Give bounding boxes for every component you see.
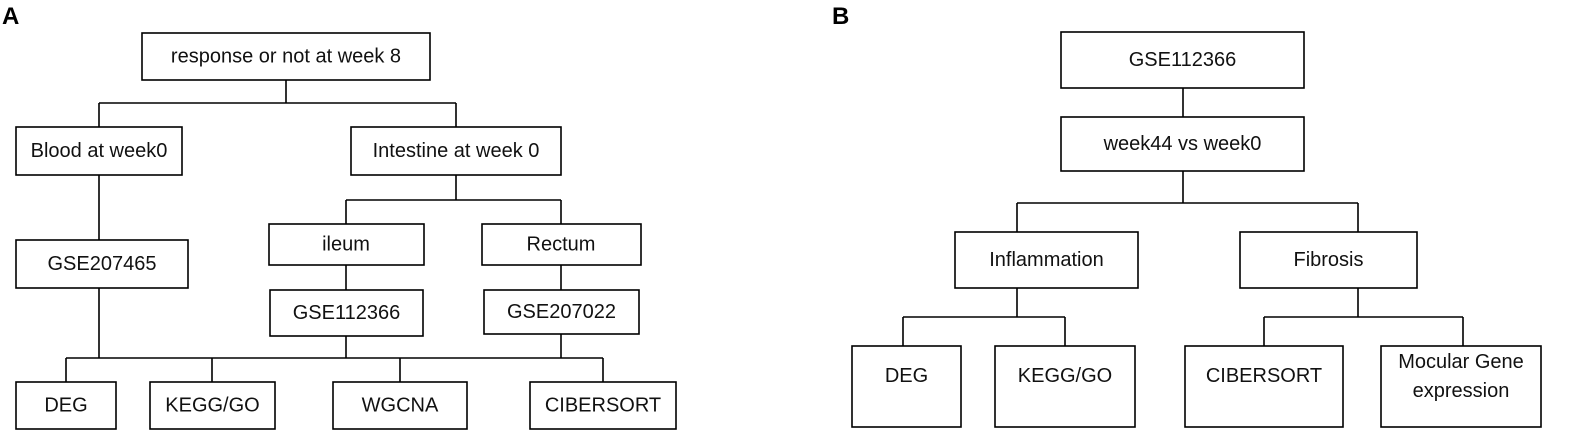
node-ileum: ileum: [268, 223, 425, 266]
svg-text:expression: expression: [1413, 380, 1510, 402]
node-mocular-gene-expression: Mocular Gene expression: [1380, 345, 1542, 428]
svg-text:CIBERSORT: CIBERSORT: [1206, 365, 1322, 387]
svg-text:WGCNA: WGCNA: [362, 395, 439, 417]
svg-text:KEGG/GO: KEGG/GO: [165, 395, 259, 417]
svg-text:DEG: DEG: [44, 395, 87, 417]
svg-text:GSE207022: GSE207022: [507, 301, 616, 323]
svg-text:Fibrosis: Fibrosis: [1293, 249, 1363, 271]
svg-text:Blood at week0: Blood at week0: [31, 140, 168, 162]
node-gse112366-a: GSE112366: [269, 289, 424, 337]
node-cibersort-a: CIBERSORT: [529, 381, 677, 430]
svg-text:Intestine at week 0: Intestine at week 0: [373, 140, 540, 162]
node-inflammation: Inflammation: [954, 231, 1139, 289]
node-intestine-week0: Intestine at week 0: [350, 126, 562, 176]
node-week44-vs-week0: week44 vs week0: [1060, 116, 1305, 172]
node-deg-a: DEG: [15, 381, 117, 430]
svg-text:week44 vs week0: week44 vs week0: [1103, 133, 1262, 155]
node-deg-b: DEG: [851, 345, 962, 428]
svg-text:GSE112366: GSE112366: [293, 302, 401, 324]
svg-text:GSE207465: GSE207465: [48, 253, 157, 275]
node-cibersort-b: CIBERSORT: [1184, 345, 1344, 428]
node-wgcna: WGCNA: [332, 381, 468, 430]
svg-text:CIBERSORT: CIBERSORT: [545, 395, 661, 417]
svg-text:Mocular Gene: Mocular Gene: [1398, 351, 1524, 373]
node-gse207465: GSE207465: [15, 239, 189, 289]
svg-text:KEGG/GO: KEGG/GO: [1018, 365, 1112, 387]
node-fibrosis: Fibrosis: [1239, 231, 1418, 289]
svg-text:ileum: ileum: [322, 234, 370, 256]
node-kegg-go-a: KEGG/GO: [149, 381, 276, 430]
node-gse112366-b: GSE112366: [1060, 31, 1305, 89]
node-kegg-go-b: KEGG/GO: [994, 345, 1136, 428]
node-rectum: Rectum: [481, 223, 642, 266]
node-gse207022: GSE207022: [483, 289, 640, 335]
connectors-panel-b: [902, 88, 1464, 346]
svg-text:DEG: DEG: [885, 365, 928, 387]
node-blood-week0: Blood at week0: [15, 126, 183, 176]
node-response-or-not-week8: response or not at week 8: [141, 32, 431, 81]
panel-label-b: B: [832, 3, 849, 30]
svg-text:Inflammation: Inflammation: [989, 249, 1104, 271]
svg-text:response or not at week 8: response or not at week 8: [171, 46, 401, 68]
panel-label-a: A: [2, 3, 19, 30]
svg-text:GSE112366: GSE112366: [1129, 49, 1237, 71]
connectors-panel-a: [65, 80, 604, 382]
svg-text:Rectum: Rectum: [527, 234, 596, 256]
